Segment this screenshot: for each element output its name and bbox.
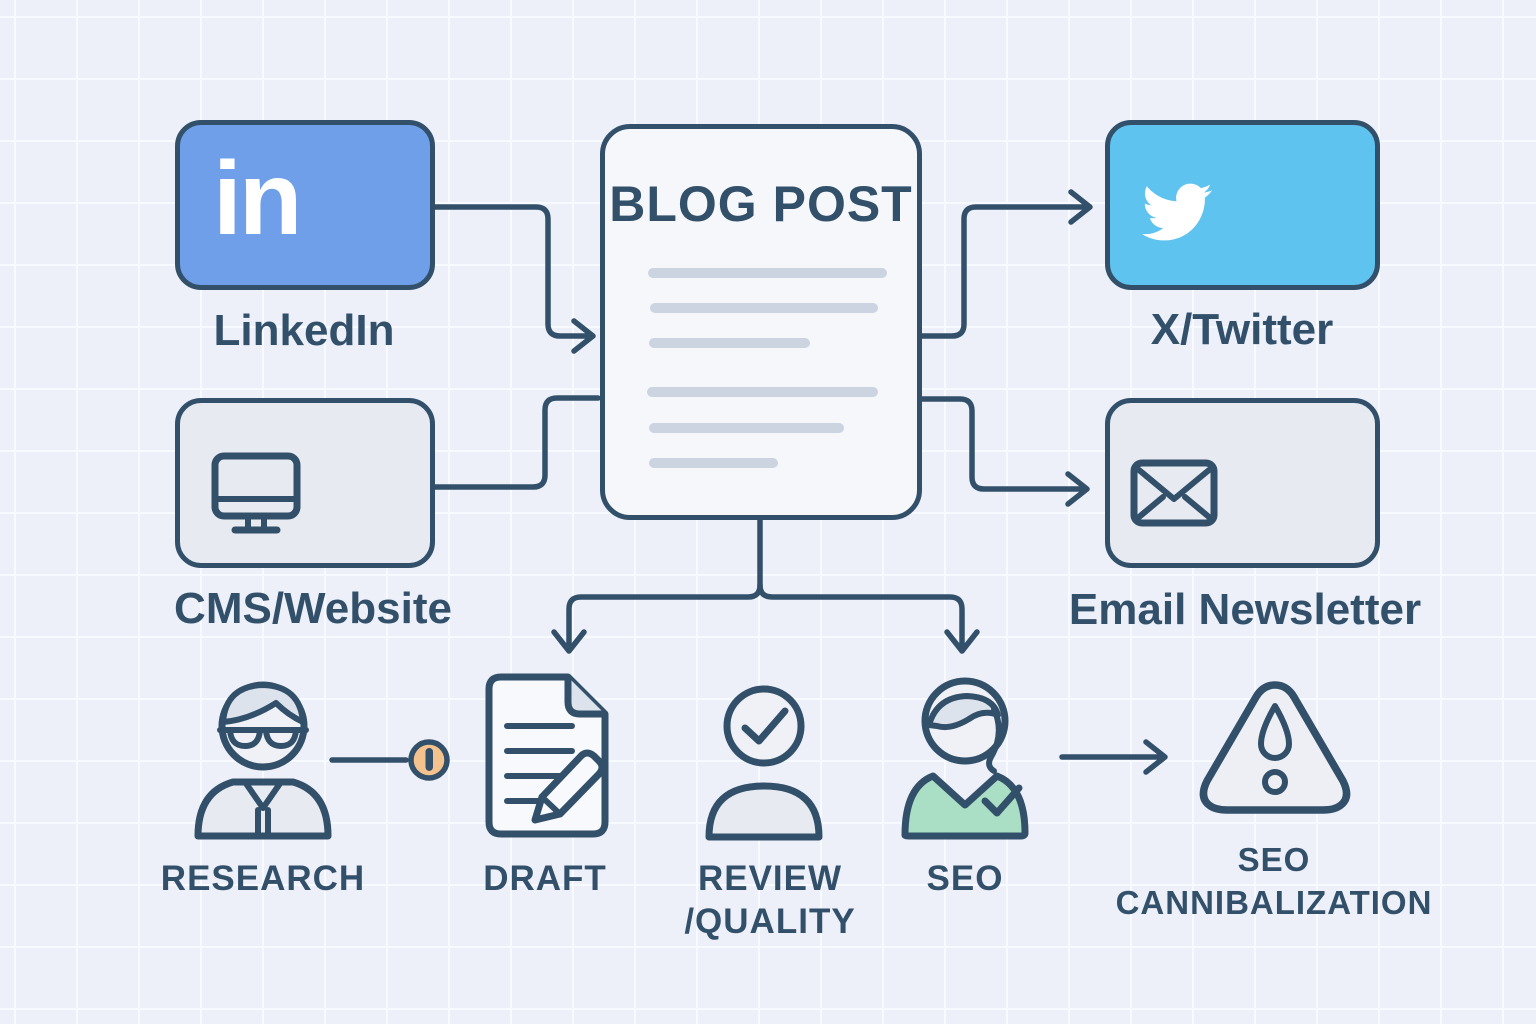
draft-label: DRAFT	[483, 859, 607, 898]
edge-seo-to-cannibalization	[1059, 739, 1168, 775]
email-newsletter-label: Email Newsletter	[1068, 585, 1422, 634]
text-line-placeholder	[649, 423, 844, 433]
linkedin-label: LinkedIn	[213, 306, 395, 355]
cms-website-label: CMS/Website	[174, 584, 452, 633]
person-with-glasses-icon	[194, 681, 332, 840]
seo-cannibalization-label: SEO CANNIBALIZATION	[1116, 838, 1433, 924]
exclamation-dot-icon	[408, 739, 450, 781]
edge-linkedin-to-blog-post	[432, 204, 596, 354]
text-line-placeholder	[648, 268, 887, 278]
node-cms-website	[175, 398, 435, 568]
seo-label: SEO	[926, 859, 1004, 898]
edge-blog-post-to-email	[919, 396, 1090, 507]
review-label-line2: /QUALITY	[684, 902, 856, 941]
exclamation-mark	[425, 748, 433, 771]
twitter-bird-icon	[1142, 183, 1212, 241]
cannibalization-label-line1: SEO	[1237, 841, 1311, 878]
warning-triangle-icon	[1199, 681, 1351, 814]
edge-blog-post-to-draft	[551, 517, 763, 654]
document-with-pencil-icon	[485, 673, 609, 838]
linkedin-logo-icon: in	[213, 140, 302, 257]
node-email-newsletter	[1105, 398, 1380, 568]
person-with-check-icon	[705, 685, 823, 841]
review-quality-label: REVIEW /QUALITY	[684, 857, 855, 943]
edge-cms-to-blog-post	[432, 395, 601, 490]
edge-blog-post-to-seo	[757, 582, 980, 654]
text-line-placeholder	[650, 303, 878, 313]
text-line-placeholder	[649, 458, 778, 468]
text-line-placeholder	[647, 387, 878, 397]
monitor-icon	[211, 452, 301, 534]
cannibalization-label-line2: CANNIBALIZATION	[1115, 884, 1433, 921]
envelope-icon	[1130, 459, 1218, 527]
text-line-placeholder	[649, 338, 810, 348]
blog-post-title: BLOG POST	[609, 176, 913, 232]
node-x-twitter	[1105, 120, 1380, 290]
node-blog-post: BLOG POST	[600, 124, 922, 520]
edge-blog-post-to-twitter	[919, 189, 1093, 339]
research-label: RESEARCH	[160, 859, 366, 898]
person-with-green-shirt-check-icon	[901, 677, 1029, 840]
x-twitter-label: X/Twitter	[1150, 305, 1334, 354]
node-linkedin: in	[175, 120, 435, 290]
review-label-line1: REVIEW	[697, 859, 843, 898]
